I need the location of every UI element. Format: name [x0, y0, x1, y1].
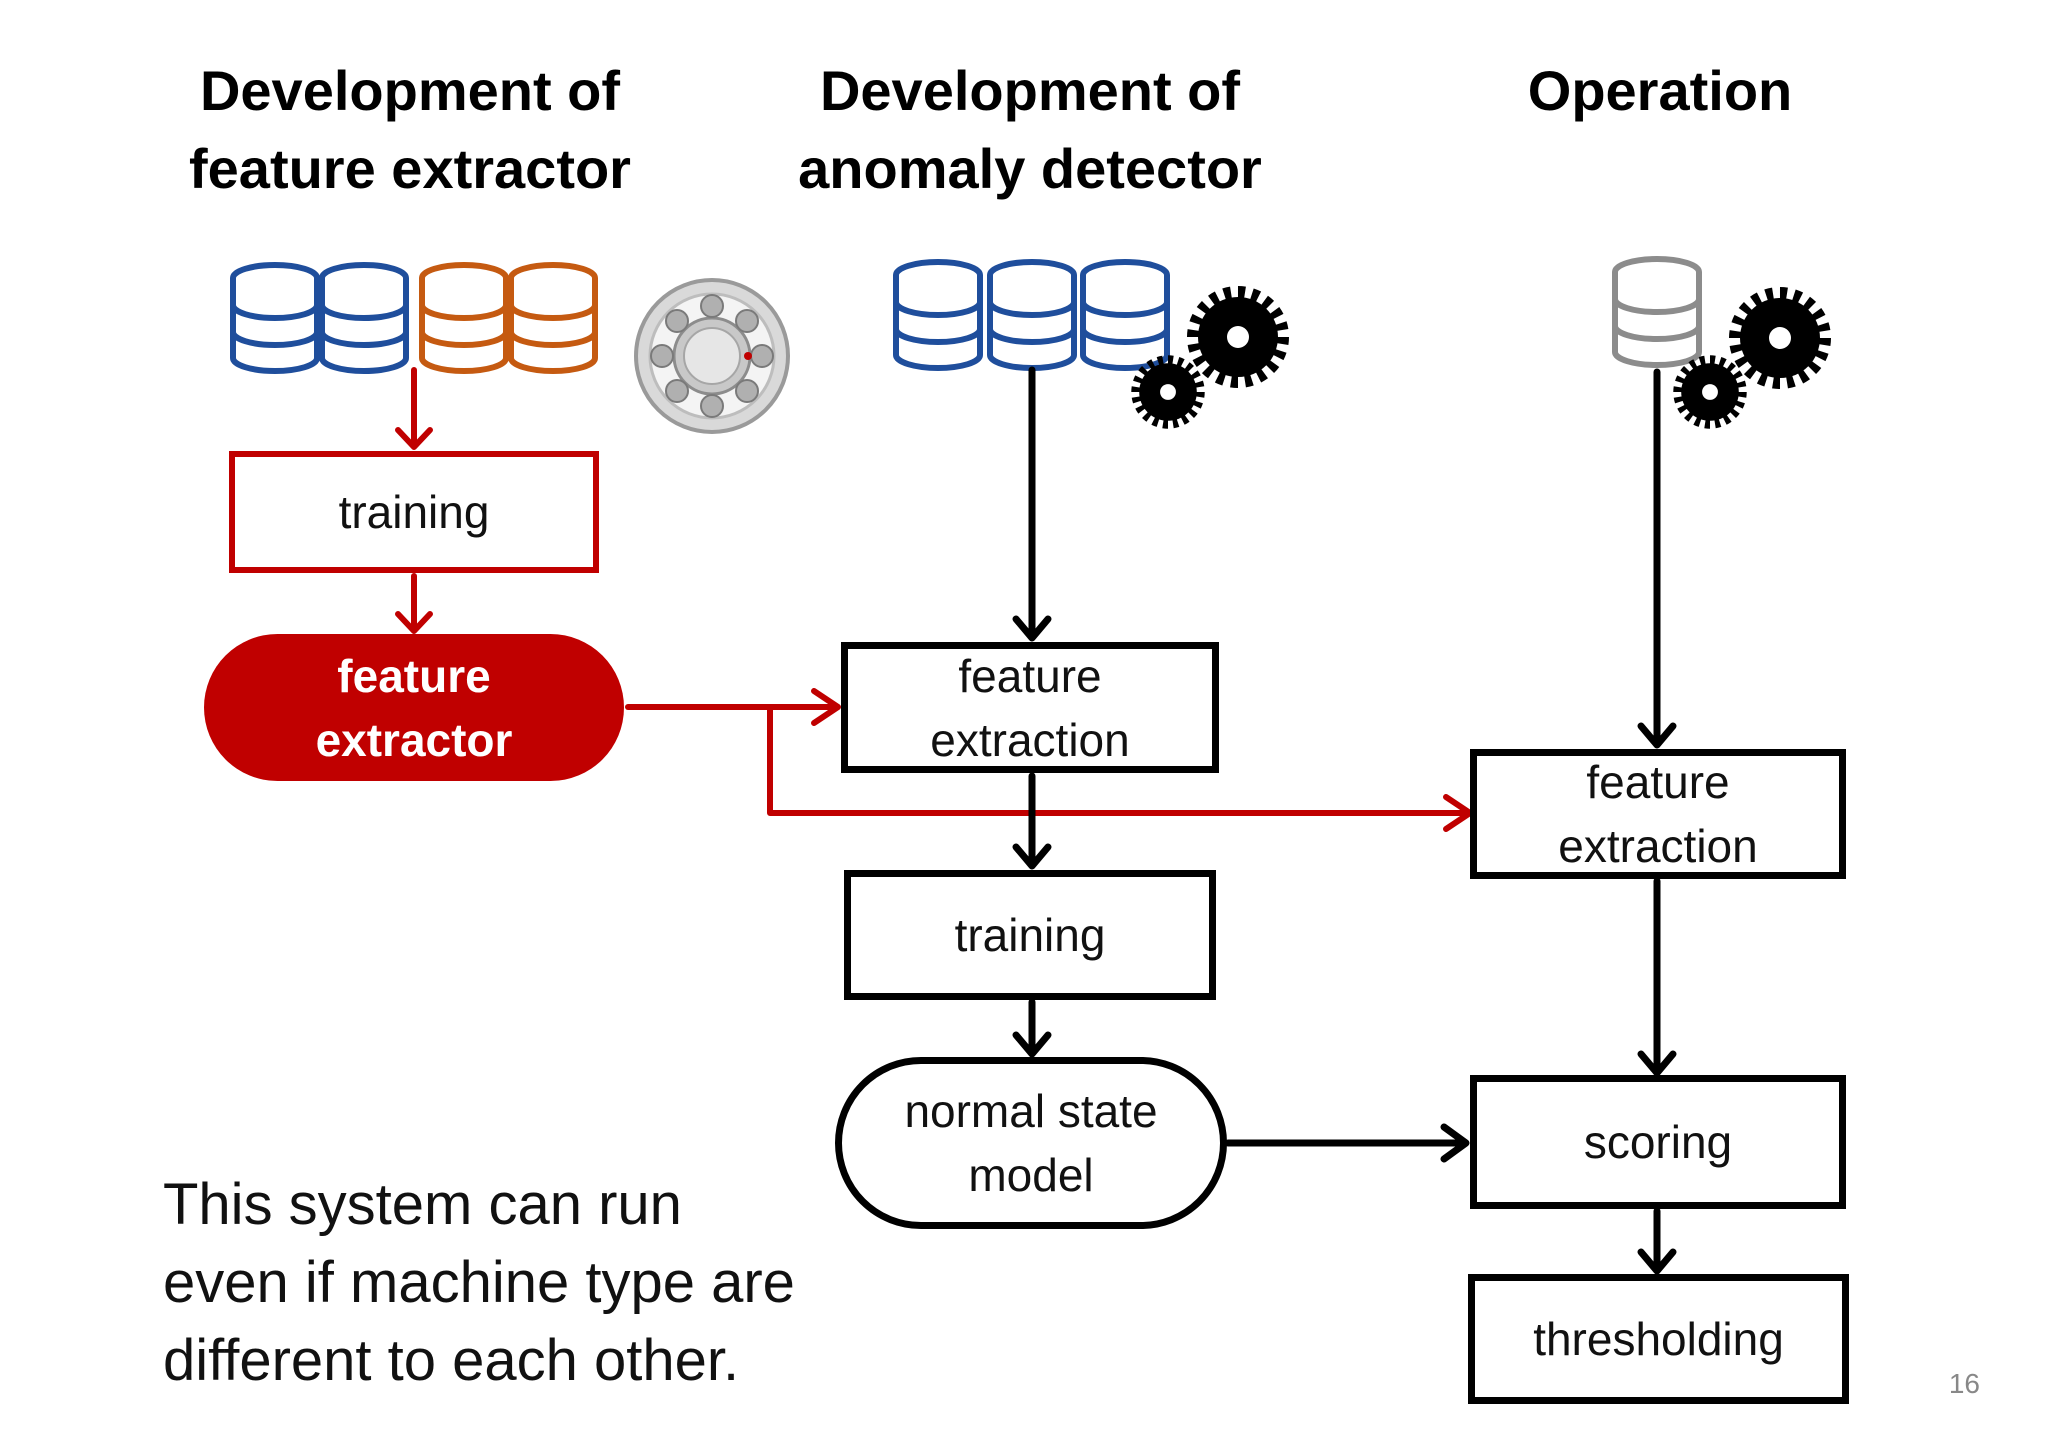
- box-label: extraction: [1558, 820, 1758, 872]
- training-box-2: training: [844, 870, 1216, 1000]
- box-label: scoring: [1583, 1116, 1733, 1168]
- feature-extractor-pill: feature extractor: [204, 634, 624, 781]
- box-label: extraction: [930, 713, 1130, 766]
- box-label: normal state: [904, 1085, 1158, 1137]
- heading-line: Operation: [1527, 59, 1793, 122]
- thresholding-box: thresholding: [1468, 1274, 1849, 1404]
- gear-icon: [1678, 360, 1741, 423]
- note-line: This system can run: [163, 1172, 682, 1237]
- page-number: 16: [1948, 1368, 1980, 1399]
- database-icon: [422, 265, 506, 371]
- box-label: training: [338, 486, 490, 538]
- box-label: extractor: [315, 713, 513, 766]
- training-box-1: training: [229, 451, 599, 573]
- database-icon: [990, 262, 1074, 368]
- gear-icon: [1736, 294, 1824, 382]
- note-text: This system can run even if machine type…: [163, 1166, 883, 1400]
- box-label: training: [954, 909, 1106, 961]
- database-icon: [1615, 259, 1699, 365]
- database-icon: [511, 265, 595, 371]
- black-connectors: [1012, 366, 1677, 1275]
- gear-icon: [1194, 293, 1282, 381]
- database-icon: [1083, 262, 1167, 368]
- heading-anomaly-detector-dev: Development of anomaly detector: [750, 52, 1310, 208]
- heading-operation: Operation: [1380, 52, 1940, 130]
- heading-feature-extractor-dev: Development of feature extractor: [130, 52, 690, 208]
- note-line: even if machine type are: [163, 1250, 795, 1315]
- box-label: feature: [1586, 756, 1730, 808]
- database-icon: [896, 262, 980, 368]
- database-icon: [233, 265, 317, 371]
- gear-icon: [1136, 360, 1199, 423]
- note-line: different to each other.: [163, 1328, 740, 1393]
- heading-line: feature extractor: [189, 137, 631, 200]
- scoring-box: scoring: [1470, 1075, 1846, 1209]
- box-label: feature: [337, 649, 491, 702]
- feature-extraction-box-2: feature extraction: [1470, 749, 1846, 879]
- box-label: feature: [958, 649, 1102, 702]
- bearing-icon: [634, 278, 790, 434]
- database-icon: [322, 265, 406, 371]
- heading-line: Development of: [819, 59, 1241, 122]
- heading-line: anomaly detector: [798, 137, 1262, 200]
- heading-line: Development of: [199, 59, 621, 122]
- box-label: model: [968, 1149, 1094, 1201]
- feature-extraction-box-1: feature extraction: [841, 642, 1219, 773]
- normal-state-model-pill: normal state model: [835, 1057, 1227, 1229]
- box-label: thresholding: [1533, 1313, 1784, 1365]
